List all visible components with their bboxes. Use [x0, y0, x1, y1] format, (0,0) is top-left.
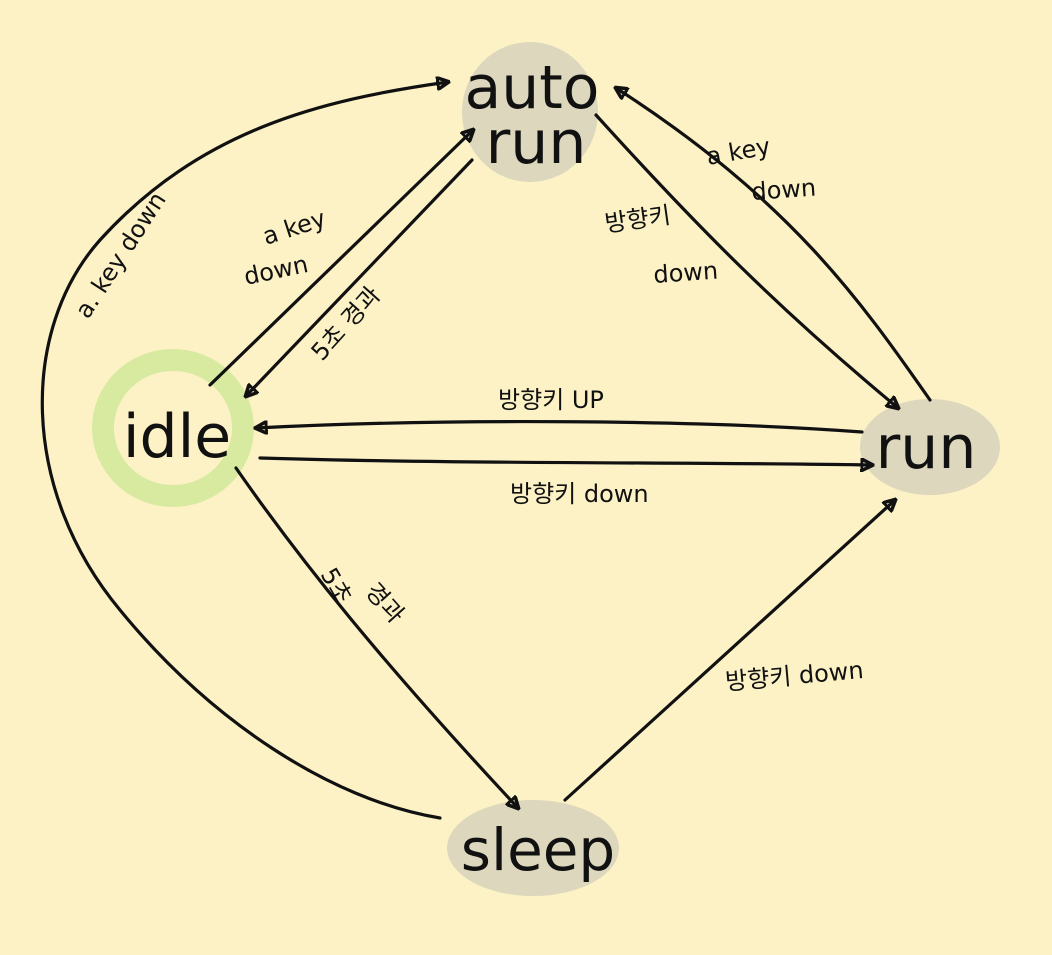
- edge-label-auto-run-to-run-line2: down: [652, 257, 719, 289]
- edge-label-run-to-auto-run-line2: down: [750, 174, 817, 206]
- auto-run-node-highlight: [462, 42, 598, 182]
- edge-sleep-to-auto-run: [40, 82, 448, 820]
- edge-label-sleep-to-auto-run: a. key down: [70, 187, 172, 323]
- edge-label-idle-to-auto-run-line2: down: [241, 250, 310, 291]
- auto-run-node-label-line2: run: [486, 108, 587, 178]
- edge-sleep-to-run: [563, 500, 895, 802]
- edge-label-idle-to-auto-run-line1: a key: [259, 204, 329, 251]
- idle-node-highlight: [92, 349, 254, 507]
- edge-idle-to-run: [258, 456, 872, 465]
- edge-label-sleep-to-run: 방향키 down: [724, 656, 865, 696]
- edge-label-idle-to-run: 방향키 down: [510, 480, 649, 508]
- auto-run-node-label-line1: auto: [464, 53, 599, 123]
- edge-run-to-auto-run: [616, 88, 932, 402]
- idle-node-label: idle: [123, 402, 231, 472]
- edge-run-to-idle: [256, 419, 864, 432]
- edge-idle-to-sleep: [234, 466, 518, 808]
- edge-label-run-to-idle: 방향키 UP: [498, 386, 604, 414]
- run-node-label: run: [876, 413, 977, 483]
- sleep-node-label: sleep: [461, 816, 616, 884]
- edge-label-auto-run-to-run-line1: 방향키: [603, 201, 673, 238]
- edge-idle-to-auto-run: [208, 130, 473, 387]
- edge-auto-run-to-run: [594, 113, 898, 408]
- run-node-highlight: [860, 399, 1000, 495]
- sleep-node-highlight: [447, 800, 619, 896]
- edge-label-idle-to-sleep-line2: 경과: [360, 577, 410, 629]
- edge-label-run-to-auto-run-line1: a key: [704, 132, 772, 171]
- edge-auto-run-to-idle: [246, 158, 474, 396]
- edge-label-idle-to-sleep-line1: 5초: [315, 563, 358, 609]
